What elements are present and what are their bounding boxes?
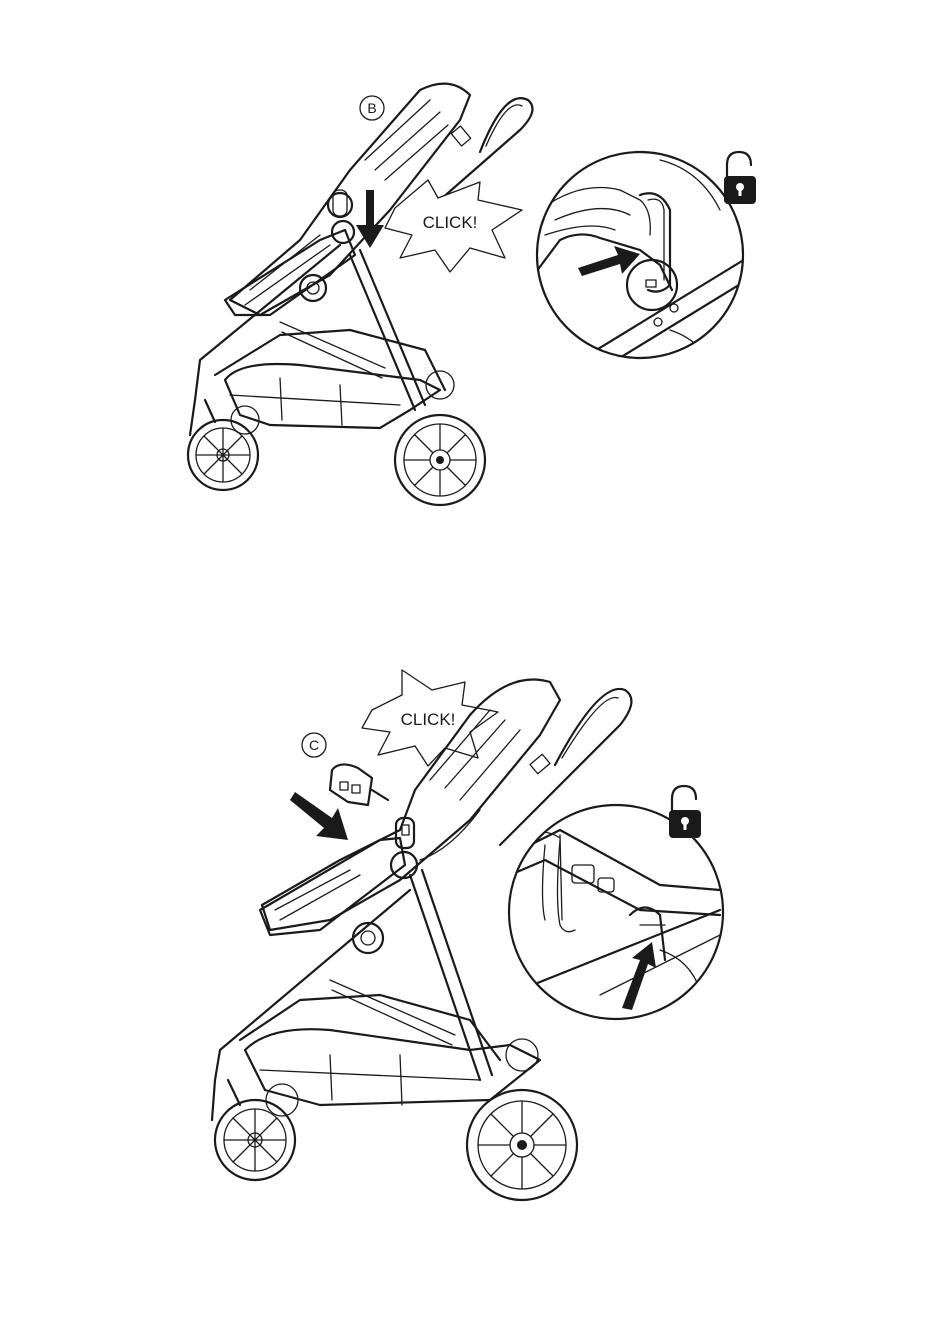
stroller-illustration [188, 84, 533, 505]
click-callout-c: CLICK! [401, 710, 456, 729]
step-label-c: C [302, 733, 326, 757]
adapter-part [330, 764, 388, 805]
down-arrow-icon [356, 190, 384, 248]
unlocked-padlock-icon [669, 786, 701, 838]
step-label-b: B [360, 96, 384, 120]
figure-step-b: B [0, 60, 933, 530]
step-letter-c: C [309, 737, 319, 753]
figure-c-illustration: C CLICK! [0, 660, 933, 1220]
stroller-illustration [212, 679, 631, 1200]
click-callout-b: CLICK! [423, 213, 478, 232]
figure-b-illustration: B [0, 60, 933, 530]
unlocked-padlock-icon [724, 152, 756, 204]
figure-step-c: C CLICK! [0, 660, 933, 1220]
diagonal-arrow-icon [290, 792, 348, 840]
step-letter-b: B [367, 100, 376, 116]
click-burst: CLICK! [385, 180, 522, 272]
